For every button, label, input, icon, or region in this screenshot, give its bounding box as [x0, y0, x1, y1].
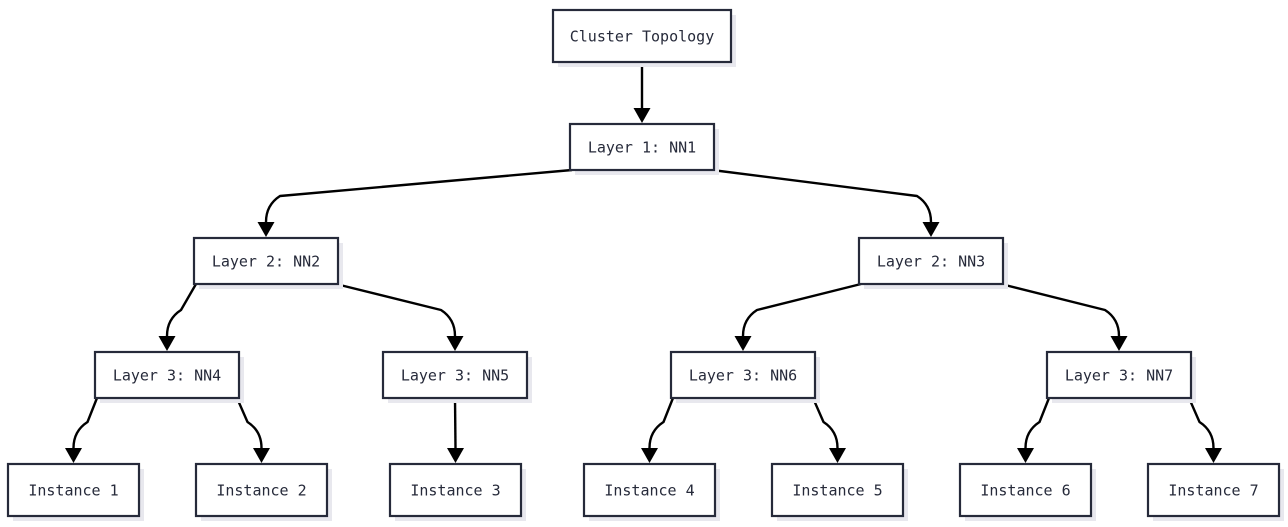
node-label: Instance 6 — [980, 482, 1070, 500]
node-label: Instance 5 — [792, 482, 882, 500]
edge-nn4-to-inst1 — [65, 397, 99, 463]
arrowhead-icon — [829, 448, 846, 463]
node-label: Layer 3: NN4 — [113, 367, 221, 385]
edge-line — [235, 397, 263, 449]
edge-line — [741, 282, 862, 337]
node-label: Layer 2: NN2 — [212, 253, 320, 271]
node-label: Instance 7 — [1168, 482, 1258, 500]
node-nn5[interactable]: Layer 3: NN5 — [381, 350, 532, 403]
node-box[interactable] — [568, 122, 716, 172]
node-label: Layer 3: NN6 — [689, 367, 797, 385]
arrowhead-icon — [65, 448, 82, 463]
arrowhead-icon — [447, 448, 464, 463]
edge-root-to-nn1 — [633, 62, 651, 123]
node-inst6[interactable]: Instance 6 — [958, 462, 1096, 521]
edge-nn6-to-inst4 — [641, 397, 675, 463]
edge-nn6-to-inst5 — [811, 397, 846, 463]
node-box[interactable] — [388, 462, 523, 518]
node-label: Instance 2 — [216, 482, 306, 500]
node-nn6[interactable]: Layer 3: NN6 — [669, 350, 820, 403]
arrowhead-icon — [1110, 336, 1128, 351]
node-box[interactable] — [1045, 350, 1193, 400]
arrowhead-icon — [734, 336, 752, 351]
node-box[interactable] — [192, 236, 340, 286]
arrowhead-icon — [633, 108, 651, 123]
edge-line — [335, 282, 457, 337]
edge-nn7-to-inst7 — [1187, 397, 1222, 463]
edge-line — [648, 397, 675, 449]
edge-line — [1000, 282, 1121, 337]
node-nn4[interactable]: Layer 3: NN4 — [93, 350, 244, 403]
edge-nn1-to-nn3 — [711, 168, 940, 237]
node-label: Cluster Topology — [570, 28, 715, 46]
node-nn7[interactable]: Layer 3: NN7 — [1045, 350, 1196, 403]
edge-nn4-to-inst2 — [235, 397, 270, 463]
node-nn2[interactable]: Layer 2: NN2 — [192, 236, 343, 289]
node-inst1[interactable]: Instance 1 — [6, 462, 144, 521]
node-inst7[interactable]: Instance 7 — [1146, 462, 1284, 521]
edge-line — [1024, 397, 1051, 449]
edge-nn2-to-nn5 — [335, 282, 464, 351]
node-box[interactable] — [551, 8, 733, 64]
edge-nn2-to-nn4 — [158, 283, 198, 351]
node-box[interactable] — [770, 462, 905, 518]
arrowhead-icon — [641, 448, 658, 463]
node-box[interactable] — [669, 350, 817, 400]
arrowhead-icon — [1017, 448, 1034, 463]
node-inst4[interactable]: Instance 4 — [582, 462, 720, 521]
edge-line — [711, 168, 933, 223]
edge-line — [165, 283, 198, 337]
node-label: Instance 1 — [28, 482, 118, 500]
node-box[interactable] — [6, 462, 141, 518]
arrowhead-icon — [257, 222, 275, 237]
node-inst3[interactable]: Instance 3 — [388, 462, 526, 521]
node-box[interactable] — [1146, 462, 1281, 518]
edge-line — [453, 397, 457, 449]
edge-nn3-to-nn6 — [734, 282, 862, 351]
node-box[interactable] — [857, 236, 1005, 286]
node-label: Layer 1: NN1 — [588, 139, 696, 157]
node-inst2[interactable]: Instance 2 — [194, 462, 332, 521]
node-nn3[interactable]: Layer 2: NN3 — [857, 236, 1008, 289]
arrowhead-icon — [158, 336, 176, 351]
edge-line — [1187, 397, 1215, 449]
node-box[interactable] — [93, 350, 241, 400]
node-box[interactable] — [194, 462, 329, 518]
node-root[interactable]: Cluster Topology — [551, 8, 736, 67]
node-label: Layer 3: NN7 — [1065, 367, 1173, 385]
arrowhead-icon — [253, 448, 270, 463]
edge-line — [264, 168, 573, 223]
edge-nn7-to-inst6 — [1017, 397, 1051, 463]
node-box[interactable] — [582, 462, 717, 518]
edge-nn5-to-inst3 — [447, 397, 464, 463]
edges-layer — [65, 62, 1222, 463]
arrowhead-icon — [1205, 448, 1222, 463]
edge-line — [811, 397, 839, 449]
node-box[interactable] — [381, 350, 529, 400]
arrowhead-icon — [922, 222, 940, 237]
node-inst5[interactable]: Instance 5 — [770, 462, 908, 521]
node-label: Instance 3 — [410, 482, 500, 500]
edge-nn3-to-nn7 — [1000, 282, 1128, 351]
arrowhead-icon — [446, 336, 464, 351]
edge-nn1-to-nn2 — [257, 168, 573, 237]
node-nn1[interactable]: Layer 1: NN1 — [568, 122, 719, 175]
node-label: Layer 2: NN3 — [877, 253, 985, 271]
node-label: Instance 4 — [604, 482, 694, 500]
edge-line — [72, 397, 99, 449]
node-label: Layer 3: NN5 — [401, 367, 509, 385]
node-box[interactable] — [958, 462, 1093, 518]
